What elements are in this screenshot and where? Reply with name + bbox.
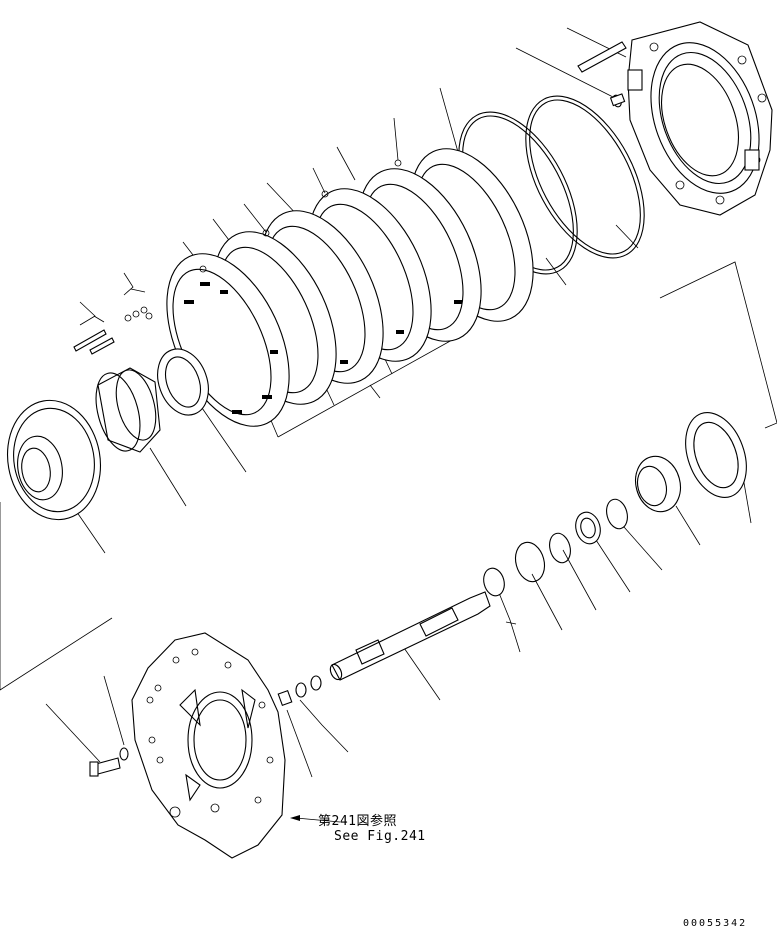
document-number: 00055342 <box>683 918 748 929</box>
reference-text-english: See Fig.241 <box>334 829 426 844</box>
tapered-bearing <box>685 412 747 498</box>
small-pins <box>73 306 153 355</box>
clutch-disc-stack <box>166 148 534 427</box>
gear-upper-left <box>6 399 102 521</box>
washer-and-plug <box>277 675 322 707</box>
snap-rings-lower <box>483 498 628 597</box>
needle-bearing-upper <box>157 348 209 416</box>
dowel-pins <box>577 41 627 108</box>
clutch-housing <box>627 21 773 216</box>
splined-gear <box>634 455 682 513</box>
input-shaft <box>329 591 491 681</box>
cover-plate <box>131 632 286 859</box>
bolt-and-washer <box>89 747 129 777</box>
reference-text-japanese: 第241図参照 <box>318 814 397 829</box>
leader-lines-lower <box>45 476 752 823</box>
clutch-drum <box>95 367 161 453</box>
